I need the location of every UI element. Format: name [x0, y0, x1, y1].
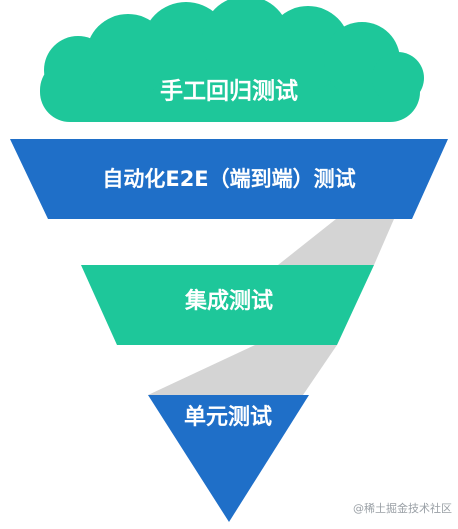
integration-trapezoid [81, 265, 374, 345]
e2e-trapezoid [10, 139, 448, 219]
manual-regression-layer: 手工回归测试 [40, 0, 424, 122]
connector-e2e-to-integration [278, 219, 394, 265]
cloud-shape [40, 0, 424, 122]
integration-label: 集成测试 [184, 288, 273, 314]
unit-triangle [148, 395, 309, 522]
manual-regression-label: 手工回归测试 [160, 78, 298, 105]
unit-label: 单元测试 [184, 405, 272, 430]
connector-integration-to-unit [148, 345, 337, 395]
e2e-label: 自动化E2E（端到端）测试 [102, 167, 355, 191]
e2e-layer: 自动化E2E（端到端）测试 [10, 139, 448, 219]
integration-layer: 集成测试 [81, 265, 374, 345]
unit-layer: 单元测试 [148, 395, 309, 522]
watermark-text: @稀土掘金技术社区 [353, 501, 452, 515]
